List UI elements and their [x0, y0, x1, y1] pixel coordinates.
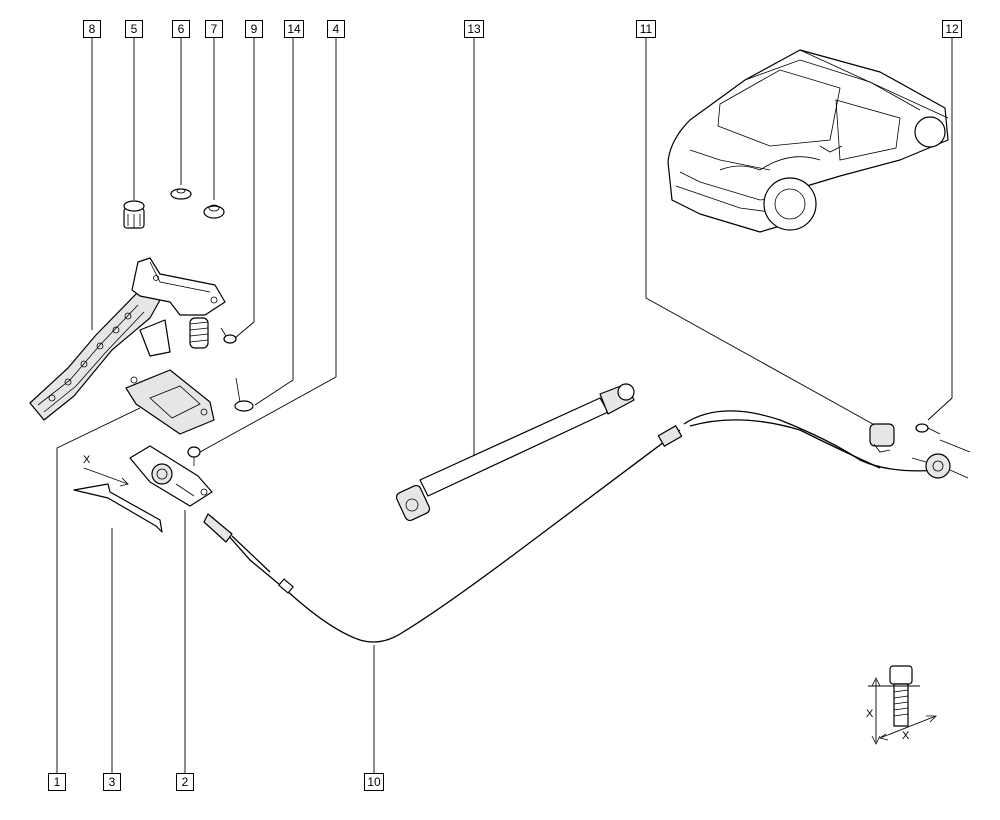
- part-2-lock-mechanism: [129, 445, 213, 507]
- part-8-pedal-lever: [29, 257, 226, 421]
- part-5-nut: [123, 200, 145, 229]
- vehicle-illustration: [667, 49, 949, 233]
- part-14-rivet: [234, 377, 254, 412]
- part-1-bracket: [125, 369, 215, 435]
- callout-1: 1: [48, 773, 66, 791]
- part-9-screw: [220, 327, 237, 344]
- callout-3: 3: [103, 773, 121, 791]
- callout-11: 11: [636, 20, 656, 38]
- callout-10: 10: [364, 773, 384, 791]
- callout-2: 2: [176, 773, 194, 791]
- callout-13: 13: [464, 20, 484, 38]
- part-3-spring-plate: [73, 467, 163, 533]
- bolt-detail: [868, 665, 937, 745]
- part-6-clip: [170, 188, 192, 200]
- callout-9: 9: [245, 20, 263, 38]
- callout-14: 14: [284, 20, 304, 38]
- callout-6: 6: [172, 20, 190, 38]
- part-12-screw: [915, 423, 941, 435]
- callout-12: 12: [942, 20, 962, 38]
- part-4-screw: [187, 446, 201, 466]
- part-13-gas-strut: [395, 383, 635, 522]
- detail-dimension-x-vertical: X: [866, 708, 874, 720]
- callout-5: 5: [125, 20, 143, 38]
- callout-4: 4: [327, 20, 345, 38]
- part3-dimension-x: X: [83, 454, 91, 466]
- latch-assembly: [911, 439, 971, 479]
- part-10-cable: [203, 410, 941, 643]
- part-7-clip-nut: [203, 204, 225, 219]
- callout-8: 8: [83, 20, 101, 38]
- detail-dimension-x-diagonal: X: [902, 730, 910, 742]
- part-11-release-handle: [869, 423, 895, 453]
- leader-lines: [56, 38, 953, 773]
- callout-7: 7: [205, 20, 223, 38]
